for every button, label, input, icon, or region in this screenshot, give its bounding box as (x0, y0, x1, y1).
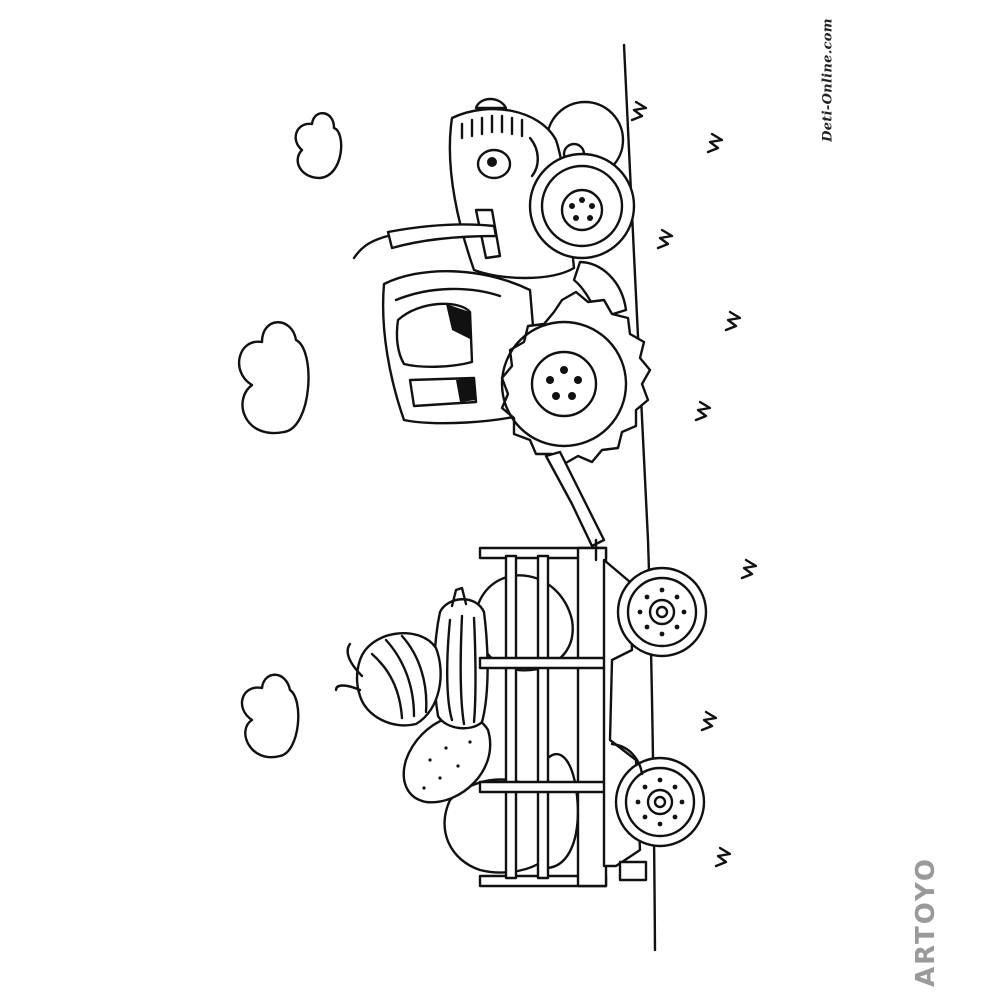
tractor-rear-wheel (500, 290, 652, 466)
potato-middle (474, 574, 574, 672)
tractor (352, 97, 652, 548)
tractor-exhaust-pipe (386, 223, 498, 250)
grass-tufts (630, 100, 758, 868)
cloud-middle (237, 321, 310, 435)
site-watermark: Deti-Online.com (820, 18, 836, 142)
wagon-front-wheel (616, 566, 708, 658)
potato-in-front (402, 714, 492, 804)
brand-watermark: ARTOYO (911, 857, 941, 987)
onion (355, 632, 442, 727)
trailer-wagon (478, 538, 708, 888)
wagon-fender (610, 742, 644, 776)
wagon-rear-wheel (614, 756, 706, 848)
brand-watermark-text: ARTOYO (911, 857, 941, 987)
tractor-front-wheel (528, 152, 636, 260)
tractor-ear (474, 97, 508, 110)
tow-hitch (544, 450, 606, 548)
wagon-side-panel (576, 546, 608, 888)
cloud-top (294, 112, 343, 180)
cloud-bottom (240, 673, 300, 759)
